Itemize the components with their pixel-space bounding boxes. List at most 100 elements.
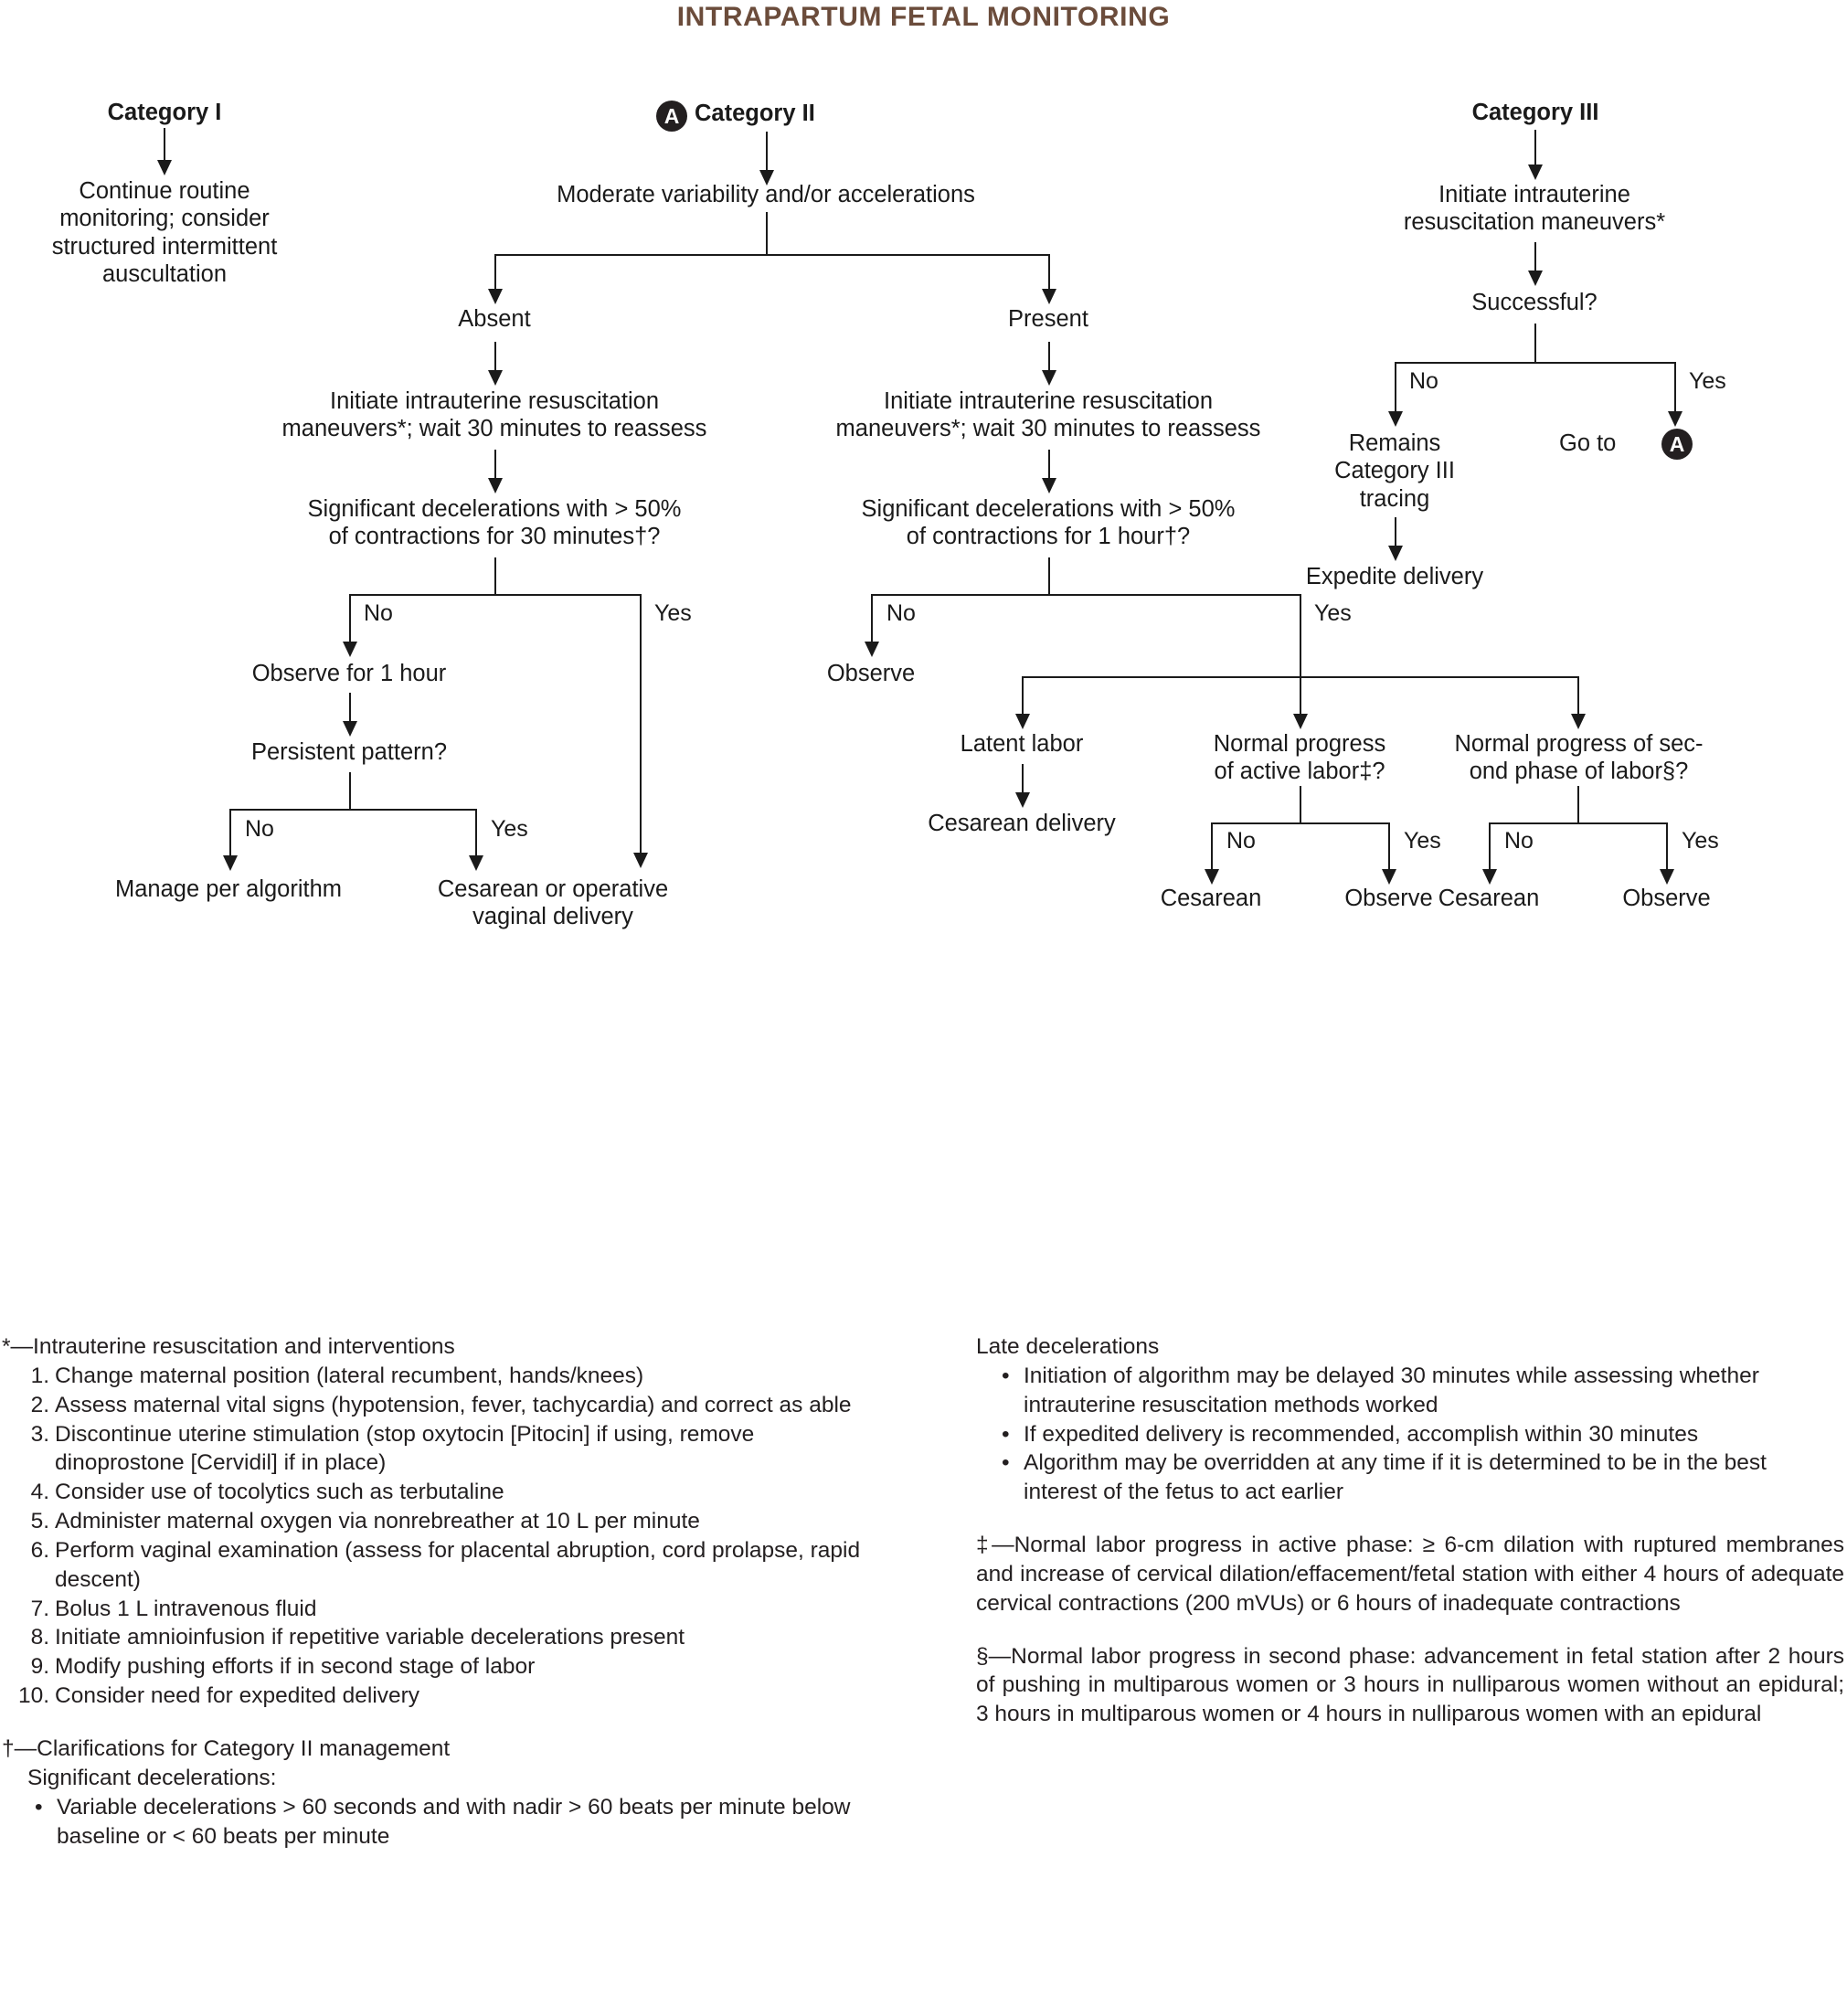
arrowhead-yes-latent	[1014, 714, 1030, 729]
connector-absent-q-no	[349, 594, 351, 648]
footnotes-left-column: *—Intrauterine resuscitation and interve…	[2, 1332, 879, 1851]
list-number: 6.	[30, 1537, 49, 1563]
list-item: 7.Bolus 1 L intravenous fluid	[2, 1595, 879, 1624]
second-yes-observe: Observe	[1622, 886, 1711, 911]
page-title: INTRAPARTUM FETAL MONITORING	[676, 2, 1171, 32]
present-observe: Observe	[826, 661, 916, 686]
second-yes-label: Yes	[1682, 828, 1719, 854]
list-number: 2.	[30, 1392, 49, 1417]
connector-present-1	[1048, 342, 1050, 377]
active-no-cesarean: Cesarean	[1160, 886, 1262, 911]
connector-persistent-stem	[349, 772, 351, 811]
arrowhead-cat2-1	[759, 170, 774, 186]
list-item: 6.Perform vaginal examination (assess fo…	[2, 1536, 879, 1595]
normal-progress-active-labor-question: Normal progress of active labor‡?	[1213, 731, 1386, 785]
circle-a-badge-ref: A	[1661, 429, 1693, 460]
bullet-icon: •	[1002, 1421, 1010, 1447]
arrowhead-absent-1	[487, 370, 503, 386]
connector-active-no	[1211, 822, 1213, 875]
arrowhead-absent-q-no	[342, 642, 357, 657]
list-text: Administer maternal oxygen via nonrebrea…	[55, 1509, 700, 1534]
list-item: 3.Discontinue uterine stimulation (stop …	[2, 1420, 879, 1479]
connector-absent-q-bar	[349, 594, 642, 596]
list-item: 9.Modify pushing efforts if in second st…	[2, 1652, 879, 1682]
list-text: Discontinue uterine stimulation (stop ox…	[55, 1421, 755, 1476]
connector-absent-q-yes	[640, 594, 642, 859]
arrowhead-active-yes	[1381, 869, 1396, 885]
list-number: 4.	[30, 1480, 49, 1505]
list-item: 1.Change maternal position (lateral recu…	[2, 1362, 879, 1391]
cat3-no-label: No	[1409, 368, 1438, 394]
list-number: 5.	[30, 1509, 49, 1534]
footnote-star-list: 1.Change maternal position (lateral recu…	[2, 1362, 879, 1711]
list-text: Modify pushing efforts if in second stag…	[55, 1654, 536, 1680]
list-text: If expedited delivery is recommended, ac…	[1024, 1421, 1699, 1447]
arrowhead-cat2-present	[1041, 289, 1056, 304]
connector-cat2-absent-drop	[494, 254, 496, 295]
arrowhead-yes-second	[1570, 714, 1586, 729]
connector-yes-second	[1577, 676, 1579, 720]
second-no-cesarean: Cesarean	[1438, 886, 1540, 911]
connector-cat3-split-stem	[1534, 324, 1536, 364]
absent-q-no-label: No	[364, 600, 393, 626]
connector-cat3-2	[1534, 242, 1536, 277]
list-number: 7.	[30, 1596, 49, 1621]
list-number: 3.	[30, 1421, 49, 1447]
list-text: Consider use of tocolytics such as terbu…	[55, 1480, 504, 1505]
arrowhead-cat3-1	[1527, 164, 1543, 180]
arrowhead-present-2	[1041, 478, 1056, 493]
present-q-no-label: No	[886, 600, 916, 626]
arrowhead-persistent-yes	[468, 855, 483, 871]
absent-initiate-resuscitation: Initiate intrauterine resuscitation mane…	[281, 388, 707, 442]
arrowhead-cat2-absent	[487, 289, 503, 304]
arrowhead-cat3-expedite	[1387, 546, 1403, 561]
second-no-label: No	[1504, 828, 1534, 854]
cat2-moderate-variability: Moderate variability and/or acceleration…	[557, 182, 975, 207]
connector-second-bar	[1489, 822, 1668, 824]
footnote-late-decel-heading: Late decelerations	[976, 1334, 1160, 1359]
connector-cat3-expedite	[1395, 517, 1396, 552]
list-item: •Algorithm may be overridden at any time…	[994, 1448, 1844, 1507]
list-number: 8.	[30, 1625, 49, 1650]
list-text: Bolus 1 L intravenous fluid	[55, 1596, 317, 1621]
footnotes-right-column: Late decelerations • Initiation of algori…	[976, 1332, 1844, 1729]
bullet-icon: •	[1002, 1450, 1010, 1476]
connector-second-no	[1489, 822, 1491, 875]
footnote-star-heading: *—Intrauterine resuscitation and interve…	[2, 1334, 455, 1359]
connector-active-bar	[1211, 822, 1390, 824]
list-text: Perform vaginal examination (assess for …	[55, 1537, 861, 1592]
list-item: 2.Assess maternal vital signs (hypotensi…	[2, 1391, 879, 1420]
category-3-header: Category III	[1471, 100, 1599, 125]
arrowhead-present-q-no	[864, 642, 879, 657]
absent-observe-1-hour: Observe for 1 hour	[251, 661, 447, 686]
connector-cat1-1	[164, 128, 165, 167]
footnote-double-dagger: ‡—Normal labor progress in active phase:…	[976, 1533, 1844, 1616]
list-text: Initiation of algorithm may be delayed 3…	[1024, 1363, 1759, 1417]
connector-present-2	[1048, 450, 1050, 484]
absent-q-yes-label: Yes	[654, 600, 692, 626]
active-yes-observe: Observe	[1344, 886, 1433, 911]
arrowhead-observe-persistent	[342, 721, 357, 737]
connector-cat2-1	[766, 132, 768, 175]
bullet-icon: •	[1002, 1363, 1010, 1388]
cat3-remains-category-3-tracing: Remains Category III tracing	[1334, 430, 1455, 512]
active-no-label: No	[1226, 828, 1256, 854]
present-significant-decelerations-question: Significant decelerations with > 50% of …	[861, 496, 1236, 550]
connector-cat3-1	[1534, 130, 1536, 171]
absent-cesarean-or-operative: Cesarean or operative vaginal delivery	[437, 876, 669, 930]
list-number: 9.	[30, 1654, 49, 1680]
connector-present-q-bar	[871, 594, 1301, 596]
present-q-yes-label: Yes	[1314, 600, 1352, 626]
arrowhead-active-no	[1204, 869, 1219, 885]
cat3-initiate-resuscitation: Initiate intrauterine resuscitation mane…	[1403, 182, 1666, 236]
cat2-absent-label: Absent	[458, 306, 531, 332]
footnote-dagger-heading: †—Clarifications for Category II managem…	[2, 1735, 451, 1761]
latent-labor: Latent labor	[960, 731, 1084, 757]
connector-persistent-yes	[475, 809, 477, 861]
category-1-header: Category I	[107, 100, 222, 125]
list-item: • Initiation of algorithm may be delayed …	[994, 1362, 1844, 1420]
arrowhead-second-no	[1481, 869, 1497, 885]
active-yes-label: Yes	[1404, 828, 1441, 854]
connector-present-q-stem	[1048, 557, 1050, 596]
connector-cat3-split-bar	[1395, 362, 1675, 364]
